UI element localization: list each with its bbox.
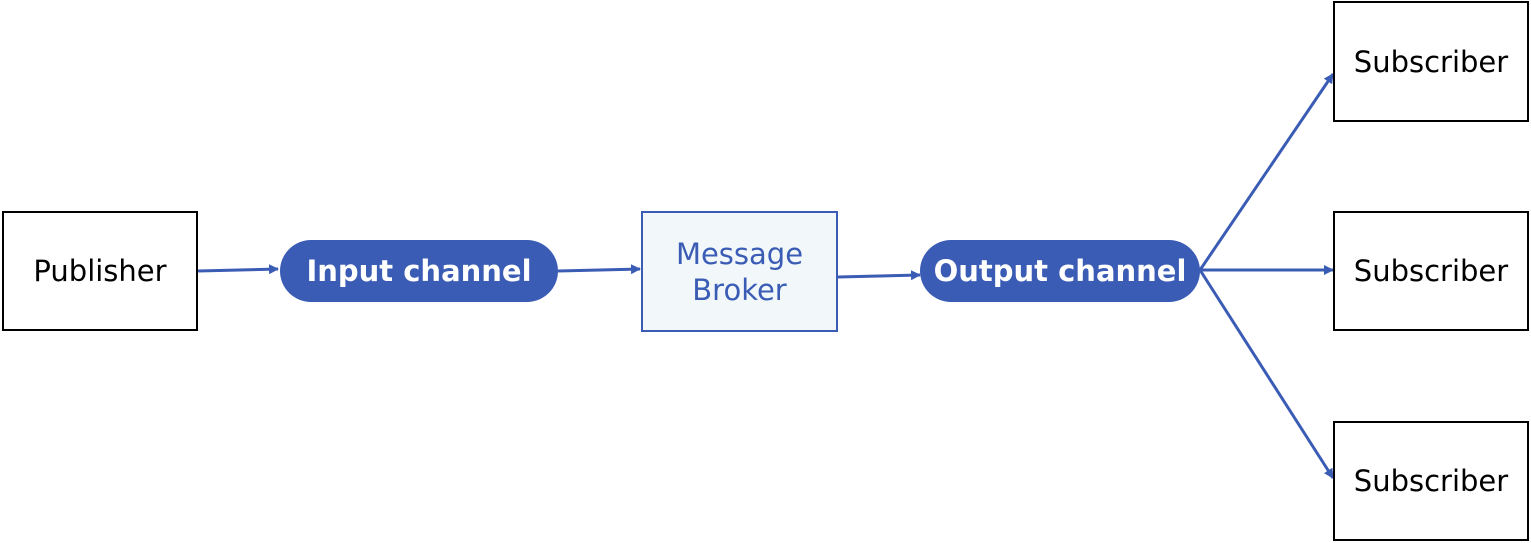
subscriber-top-label: Subscriber <box>1353 44 1509 79</box>
input-channel-node: Input channel <box>280 240 558 302</box>
message-broker-label: Message Broker <box>676 236 803 308</box>
subscriber-bottom-node: Subscriber <box>1333 421 1529 541</box>
message-broker-label-line1: Message <box>675 236 804 271</box>
subscriber-top-node: Subscriber <box>1333 1 1529 122</box>
message-broker-label-line2: Broker <box>692 272 787 307</box>
subscriber-middle-label: Subscriber <box>1353 254 1509 288</box>
publisher-label: Publisher <box>33 254 167 288</box>
arrow-input-to-broker <box>557 264 641 275</box>
input-channel-label: Input channel <box>306 254 532 288</box>
subscriber-middle-node: Subscriber <box>1333 211 1529 331</box>
arrow-broker-to-output <box>837 270 921 281</box>
arrow-output-to-subscriber-bottom <box>1198 269 1335 479</box>
subscriber-bottom-label: Subscriber <box>1353 464 1509 498</box>
output-channel-node: Output channel <box>920 240 1200 302</box>
message-broker-node: Message Broker <box>641 211 838 332</box>
output-channel-label: Output channel <box>933 254 1187 288</box>
publisher-node: Publisher <box>2 211 198 331</box>
arrow-publisher-to-input <box>197 264 279 275</box>
arrow-output-to-subscriber-top <box>1198 73 1335 271</box>
